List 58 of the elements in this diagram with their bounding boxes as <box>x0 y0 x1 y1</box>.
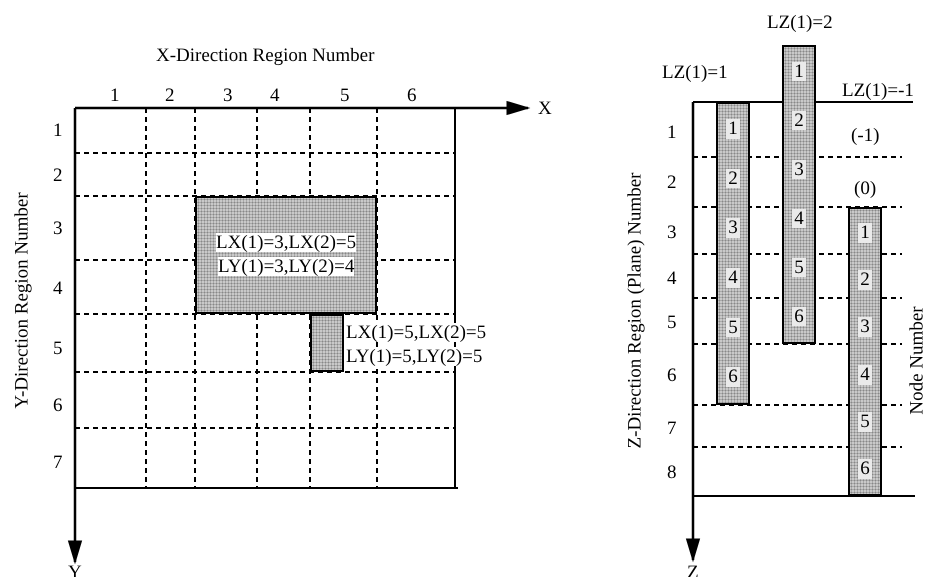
tick-label: 3 <box>667 222 676 242</box>
tick-label: 1 <box>110 86 120 104</box>
node-number: 1 <box>792 62 806 82</box>
tick-label: 3 <box>53 218 62 238</box>
tick-label: 6 <box>667 366 676 384</box>
node-number: 3 <box>858 317 872 338</box>
node-number: 2 <box>792 110 806 130</box>
tick-label: 8 <box>667 462 676 482</box>
axis-title: Y-Direction Region Number <box>12 192 32 408</box>
column-label: LZ(1)=-1 <box>842 80 914 100</box>
column-label: LZ(1)=1 <box>662 62 728 82</box>
node-number: 1 <box>726 118 740 139</box>
node-number: 5 <box>726 318 740 338</box>
axis-title: Z-Direction Region (Plane) Number <box>625 172 644 448</box>
tick-label: 2 <box>667 172 676 192</box>
node-number: 5 <box>858 412 872 432</box>
shaded-region <box>310 314 344 372</box>
node-number: 2 <box>858 270 872 290</box>
node-number: 4 <box>792 208 806 228</box>
tick-label: 1 <box>667 122 676 142</box>
node-number: 6 <box>792 306 806 326</box>
region-value: (0) <box>854 178 876 198</box>
tick-label: 4 <box>667 268 676 288</box>
region-value: (-1) <box>851 126 880 144</box>
region-label: LY(1)=5,LY(2)=5 <box>346 346 482 366</box>
node-number: 6 <box>858 459 872 480</box>
tick-label: 2 <box>53 166 62 184</box>
tick-label: 5 <box>53 338 62 358</box>
node-number: 4 <box>726 268 740 288</box>
shaded-column <box>716 102 750 405</box>
region-label: LX(1)=5,LX(2)=5 <box>346 322 486 342</box>
axis-label: X <box>538 98 552 118</box>
node-number: 4 <box>858 364 872 385</box>
tick-label: 6 <box>407 86 416 104</box>
column-label: LZ(1)=2 <box>767 12 833 32</box>
region-text: LY(1)=3,LY(2)=4 <box>218 257 354 276</box>
tick-label: 5 <box>667 312 676 332</box>
tick-label: 1 <box>53 120 62 140</box>
node-number: 1 <box>858 222 872 243</box>
tick-label: 5 <box>340 86 350 104</box>
node-number: 3 <box>726 218 740 238</box>
region-text: LX(1)=3,LX(2)=5 <box>216 233 356 252</box>
tick-label: 2 <box>165 86 174 104</box>
tick-label: 6 <box>53 396 62 414</box>
shaded-region <box>195 196 377 314</box>
axis-title: X-Direction Region Number <box>156 46 374 64</box>
tick-label: 3 <box>223 86 232 104</box>
node-number: 3 <box>792 160 806 180</box>
node-number: 5 <box>792 258 806 278</box>
node-number: 6 <box>726 367 740 388</box>
node-number: 2 <box>726 168 740 188</box>
tick-label: 4 <box>53 278 62 298</box>
tick-label: 7 <box>667 418 676 438</box>
tick-label: 4 <box>270 86 280 104</box>
shaded-column <box>848 207 882 496</box>
tick-label: 7 <box>53 452 62 472</box>
shaded-column <box>782 45 816 344</box>
axis-title: Node Number <box>908 306 927 414</box>
